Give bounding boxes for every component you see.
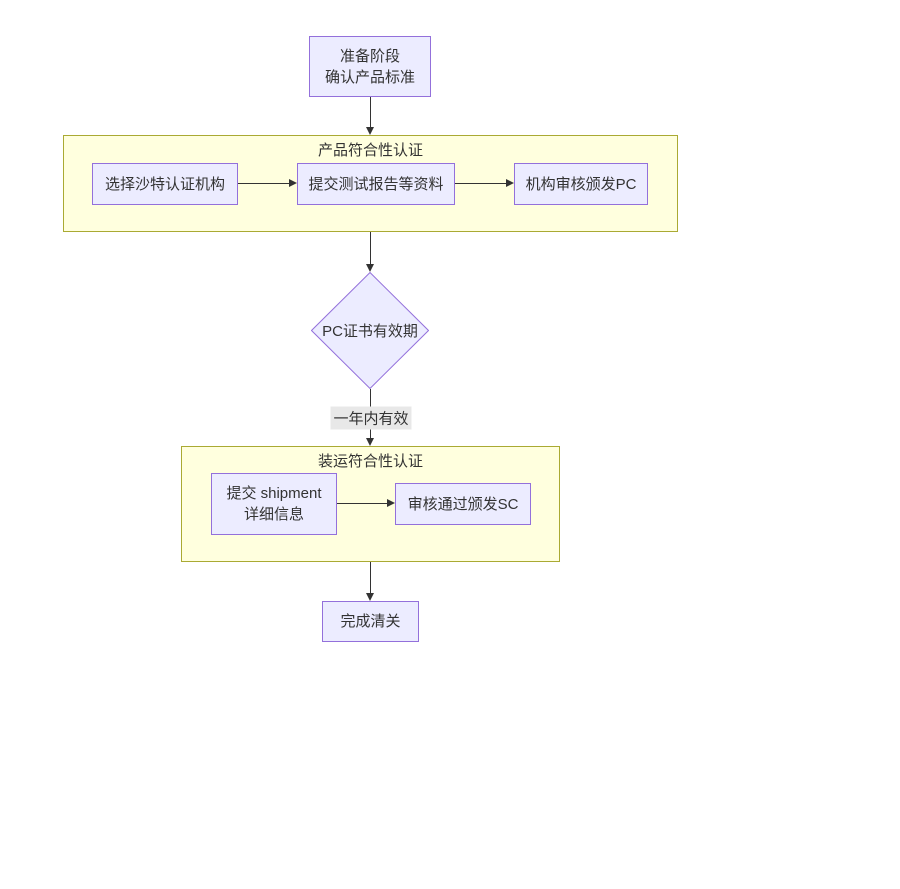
edge-submit-shipment-to-issue-sc-line [337, 503, 388, 504]
node-issue-sc: 审核通过颁发SC [395, 483, 531, 525]
edge-choose-body-to-submit-reports-line [238, 183, 290, 184]
node-complete-customs: 完成清关 [322, 601, 419, 642]
node-submit-shipment-details-line1: 提交 shipment [226, 485, 322, 502]
arrowhead-down-icon [366, 127, 374, 135]
cluster-shipment-conformity-title: 装运符合性认证 [317, 453, 423, 470]
node-submit-test-reports: 提交测试报告等资料 [297, 163, 455, 205]
edge-submit-reports-to-issue-pc-line [455, 183, 507, 184]
node-issue-sc-label: 审核通过颁发SC [407, 495, 519, 513]
node-issue-pc: 机构审核颁发PC [514, 163, 648, 205]
node-prepare-label-line2: 确认产品标准 [324, 68, 415, 86]
arrowhead-right-icon [289, 179, 297, 187]
node-submit-shipment-details-line2: 详细信息 [243, 506, 304, 523]
arrowhead-right-icon [506, 179, 514, 187]
node-prepare: 准备阶段 确认产品标准 [309, 36, 431, 97]
edge-shipment-cluster-to-customs-line [370, 562, 371, 595]
diamond-shape [311, 272, 429, 389]
decision-pc-validity: PC证书有效期 [311, 272, 429, 389]
node-choose-certification-body-label: 选择沙特认证机构 [104, 175, 225, 193]
node-prepare-label-line1: 准备阶段 [339, 47, 400, 65]
cluster-product-conformity-title: 产品符合性认证 [317, 142, 423, 159]
node-issue-pc-label: 机构审核颁发PC [525, 175, 637, 193]
arrowhead-down-icon [366, 593, 374, 601]
node-choose-certification-body: 选择沙特认证机构 [92, 163, 238, 205]
node-submit-shipment-details: 提交 shipment 详细信息 [211, 473, 337, 535]
edge-label-valid-one-year: 一年内有效 [330, 406, 412, 430]
node-submit-test-reports-label: 提交测试报告等资料 [308, 175, 444, 193]
decision-pc-validity-label: PC证书有效期 [322, 323, 418, 340]
arrowhead-down-icon [366, 438, 374, 446]
edge-prepare-to-product-cluster-line [370, 97, 371, 128]
edge-product-cluster-to-decision-line [370, 232, 371, 265]
node-complete-customs-label: 完成清关 [340, 613, 401, 630]
arrowhead-right-icon [387, 499, 395, 507]
arrowhead-down-icon [366, 264, 374, 272]
